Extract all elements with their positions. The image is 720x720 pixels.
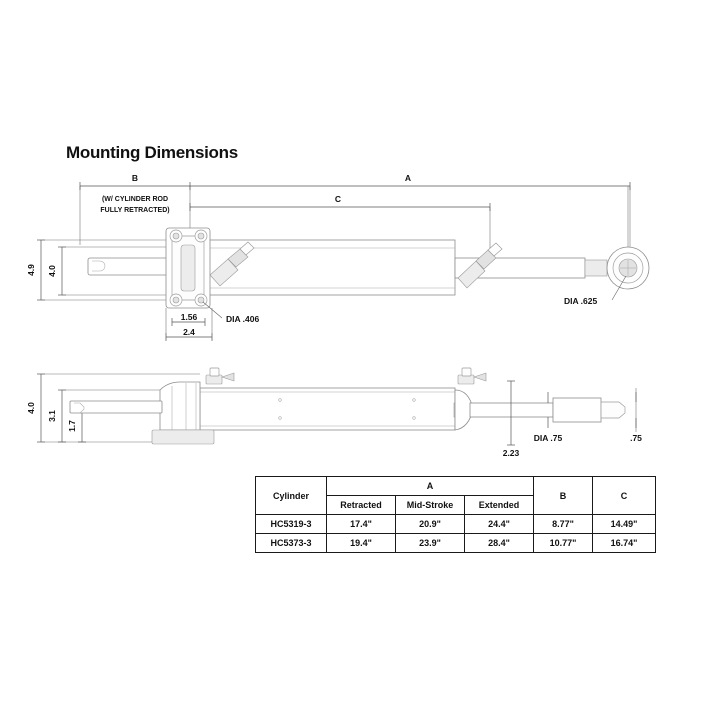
cell-extended: 28.4"	[464, 533, 534, 553]
fitting-front-side	[457, 367, 487, 385]
cell-mid-stroke: 20.9"	[395, 514, 465, 534]
rod-end-bearing	[606, 186, 650, 290]
dimension-dia-75: DIA .75	[534, 392, 563, 443]
dimension-label-dia-75: DIA .75	[534, 433, 563, 443]
dimension-label-2.4: 2.4	[183, 327, 195, 337]
piston-rod-side	[469, 397, 626, 423]
header-retracted: Retracted	[326, 495, 396, 515]
dimension-label-dia-625: DIA .625	[564, 296, 598, 306]
cell-retracted: 17.4"	[326, 514, 396, 534]
header-mid-stroke: Mid-Stroke	[395, 495, 465, 515]
mounting-bracket-top	[165, 227, 211, 309]
dimension-label-dia-406: DIA .406	[226, 314, 260, 324]
dimension-75: .75	[630, 388, 642, 443]
dimension-4.0-top: 4.0	[47, 246, 170, 296]
dimension-A: A	[190, 173, 631, 190]
dimension-label-4.0-side: 4.0	[26, 402, 36, 414]
dimension-label-1.56: 1.56	[181, 312, 198, 322]
cell-retracted: 19.4"	[326, 533, 396, 553]
top-view: B (W/ CYLINDER ROD FULLY RETRACTED) A C	[26, 173, 650, 341]
fitting-rear-side	[205, 367, 235, 385]
dimension-label-4.9: 4.9	[26, 264, 36, 276]
dimension-4.9: 4.9	[26, 239, 170, 301]
hydraulic-fitting-front	[457, 242, 503, 289]
note-line-2: FULLY RETRACTED)	[100, 207, 169, 214]
header-extended: Extended	[464, 495, 534, 515]
specification-table-wrapper: Cylinder A B C Retracted Mid-Stroke Exte…	[255, 476, 656, 553]
cylinder-barrel-side	[199, 387, 459, 431]
dimension-1.56: 1.56	[171, 312, 206, 326]
dimension-2.23: 2.23	[503, 380, 520, 458]
cell-b: 10.77"	[533, 533, 593, 553]
page-title: Mounting Dimensions	[66, 143, 238, 162]
cell-extended: 24.4"	[464, 514, 534, 534]
note-line-1: (W/ CYLINDER ROD	[102, 196, 168, 203]
table-header-row-1: Cylinder A B C	[255, 476, 656, 515]
callout-dia-625: DIA .625	[564, 275, 627, 306]
dimension-label-C: C	[335, 194, 341, 204]
cell-cylinder: HC5319-3	[255, 514, 327, 534]
hydraulic-fitting-rear	[209, 241, 255, 287]
dimension-C: C	[189, 194, 491, 211]
callout-dia-406: DIA .406	[202, 301, 260, 324]
cell-c: 16.74"	[592, 533, 656, 553]
header-c: C	[592, 476, 656, 515]
dimension-2.4: 2.4	[165, 308, 213, 341]
mount-base-side	[151, 381, 215, 445]
header-b: B	[533, 476, 593, 515]
specification-table: Cylinder A B C Retracted Mid-Stroke Exte…	[255, 476, 656, 553]
table-row: HC5373-3 19.4" 23.9" 28.4" 10.77" 16.74"	[255, 533, 656, 553]
cell-cylinder: HC5373-3	[255, 533, 327, 553]
rod-stub-left	[87, 257, 169, 276]
dimension-label-4.0-top: 4.0	[47, 265, 57, 277]
dimension-label-1.7: 1.7	[67, 420, 77, 432]
cell-c: 14.49"	[592, 514, 656, 534]
side-view: 4.0 3.1 1.7	[26, 367, 642, 458]
cell-b: 8.77"	[533, 514, 593, 534]
header-cylinder: Cylinder	[255, 476, 327, 515]
retracted-note: (W/ CYLINDER ROD FULLY RETRACTED)	[100, 196, 169, 214]
dimension-B: B	[79, 173, 191, 190]
dimension-label-B: B	[132, 173, 138, 183]
cell-mid-stroke: 23.9"	[395, 533, 465, 553]
header-group-a: A	[326, 476, 534, 496]
dimension-label-75: .75	[630, 433, 642, 443]
dimension-label-3.1: 3.1	[47, 410, 57, 422]
dimension-label-A: A	[405, 173, 411, 183]
dimension-label-2.23: 2.23	[503, 448, 520, 458]
table-row: HC5319-3 17.4" 20.9" 24.4" 8.77" 14.49"	[255, 514, 656, 534]
rod-stub-side	[69, 400, 163, 414]
